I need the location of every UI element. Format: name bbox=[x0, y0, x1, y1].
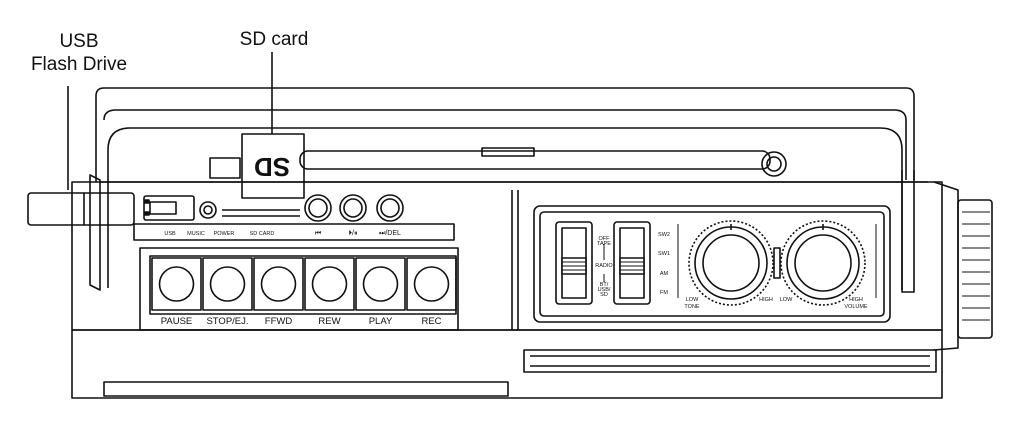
pause-key-label: PAUSE bbox=[161, 316, 193, 327]
band-switch[interactable] bbox=[613, 221, 651, 305]
pause-key-face bbox=[158, 266, 195, 302]
band-switch-label-1: SW1 bbox=[658, 251, 670, 257]
function-switch-label-2: RADIO bbox=[595, 263, 613, 269]
carry-handle bbox=[89, 87, 915, 293]
ffwd-key-face bbox=[260, 266, 297, 302]
stop-ej-key-face bbox=[209, 266, 246, 302]
pause-key[interactable] bbox=[151, 257, 202, 311]
usb-flash-drive-callout: USB Flash Drive bbox=[14, 30, 144, 76]
volume-knob[interactable] bbox=[780, 220, 866, 306]
rew-key-label: REW bbox=[318, 316, 340, 327]
tone-high-label: HIGH bbox=[759, 297, 773, 303]
function-switch-label-1: TAPE bbox=[597, 241, 611, 247]
next-del-label: ⏭/DEL bbox=[379, 230, 401, 237]
function-switch-label-4: USB/ bbox=[598, 287, 611, 293]
rew-key[interactable] bbox=[304, 257, 355, 311]
band-switch-label-3: FM bbox=[660, 290, 668, 296]
function-switch[interactable] bbox=[555, 221, 593, 305]
ffwd-key[interactable] bbox=[253, 257, 304, 311]
usb-port-label: USB bbox=[164, 231, 176, 237]
jack-panel bbox=[133, 194, 455, 241]
tone-label: TONE bbox=[684, 304, 700, 310]
play-key-label: PLAY bbox=[369, 316, 393, 327]
play-key[interactable] bbox=[355, 257, 406, 311]
usb-callout-line1: USB bbox=[59, 31, 99, 52]
play-key-face bbox=[362, 266, 399, 302]
main-body bbox=[71, 147, 993, 399]
play-pause-button[interactable] bbox=[339, 194, 367, 222]
rec-key-face bbox=[413, 266, 450, 302]
music-port-label: MUSIC bbox=[187, 231, 205, 237]
play-pause-label: ⏵/⏸ bbox=[349, 230, 358, 237]
transport-keys: PAUSE STOP/EJ. FFWD REW PLAY REC bbox=[139, 247, 459, 331]
usb-callout-line2: Flash Drive bbox=[30, 54, 128, 75]
volume-label: VOLUME bbox=[844, 304, 868, 310]
ffwd-key-label: FFWD bbox=[265, 316, 293, 327]
function-switch-label-5: SD bbox=[600, 292, 608, 298]
rec-key[interactable] bbox=[406, 257, 457, 311]
rec-key-label: REC bbox=[421, 316, 441, 327]
sd-card: SD bbox=[222, 52, 305, 217]
power-label: POWER bbox=[214, 231, 235, 237]
volume-high-label: HIGH bbox=[849, 297, 863, 303]
tone-knob[interactable] bbox=[688, 220, 774, 306]
function-switch-label-3: BT/ bbox=[600, 282, 609, 288]
band-switch-label-2: AM bbox=[660, 271, 669, 277]
antenna bbox=[299, 150, 787, 177]
sd-card-callout: SD card bbox=[239, 29, 309, 50]
sd-card-slot-label: SD CARD bbox=[250, 231, 275, 237]
band-switch-label-0: SW2 bbox=[658, 232, 670, 238]
stop-ej-key-label: STOP/EJ. bbox=[206, 316, 248, 327]
volume-low-label: LOW bbox=[780, 297, 793, 303]
music-jack[interactable] bbox=[199, 201, 217, 219]
function-switch-label-0: OFF bbox=[599, 236, 611, 242]
prev-label: ⏮ bbox=[315, 230, 321, 237]
port-labels: USB MUSIC POWER SD CARD ⏮ ⏵/⏸ ⏭/DEL bbox=[164, 230, 401, 237]
sd-card-text: SD bbox=[254, 152, 290, 182]
prev-button[interactable] bbox=[304, 194, 332, 222]
usb-flash-drive bbox=[27, 86, 195, 226]
next-del-button[interactable] bbox=[376, 194, 404, 222]
stop-ej-key[interactable] bbox=[202, 257, 253, 311]
rew-key-face bbox=[311, 266, 348, 302]
tone-low-label: LOW bbox=[686, 297, 699, 303]
